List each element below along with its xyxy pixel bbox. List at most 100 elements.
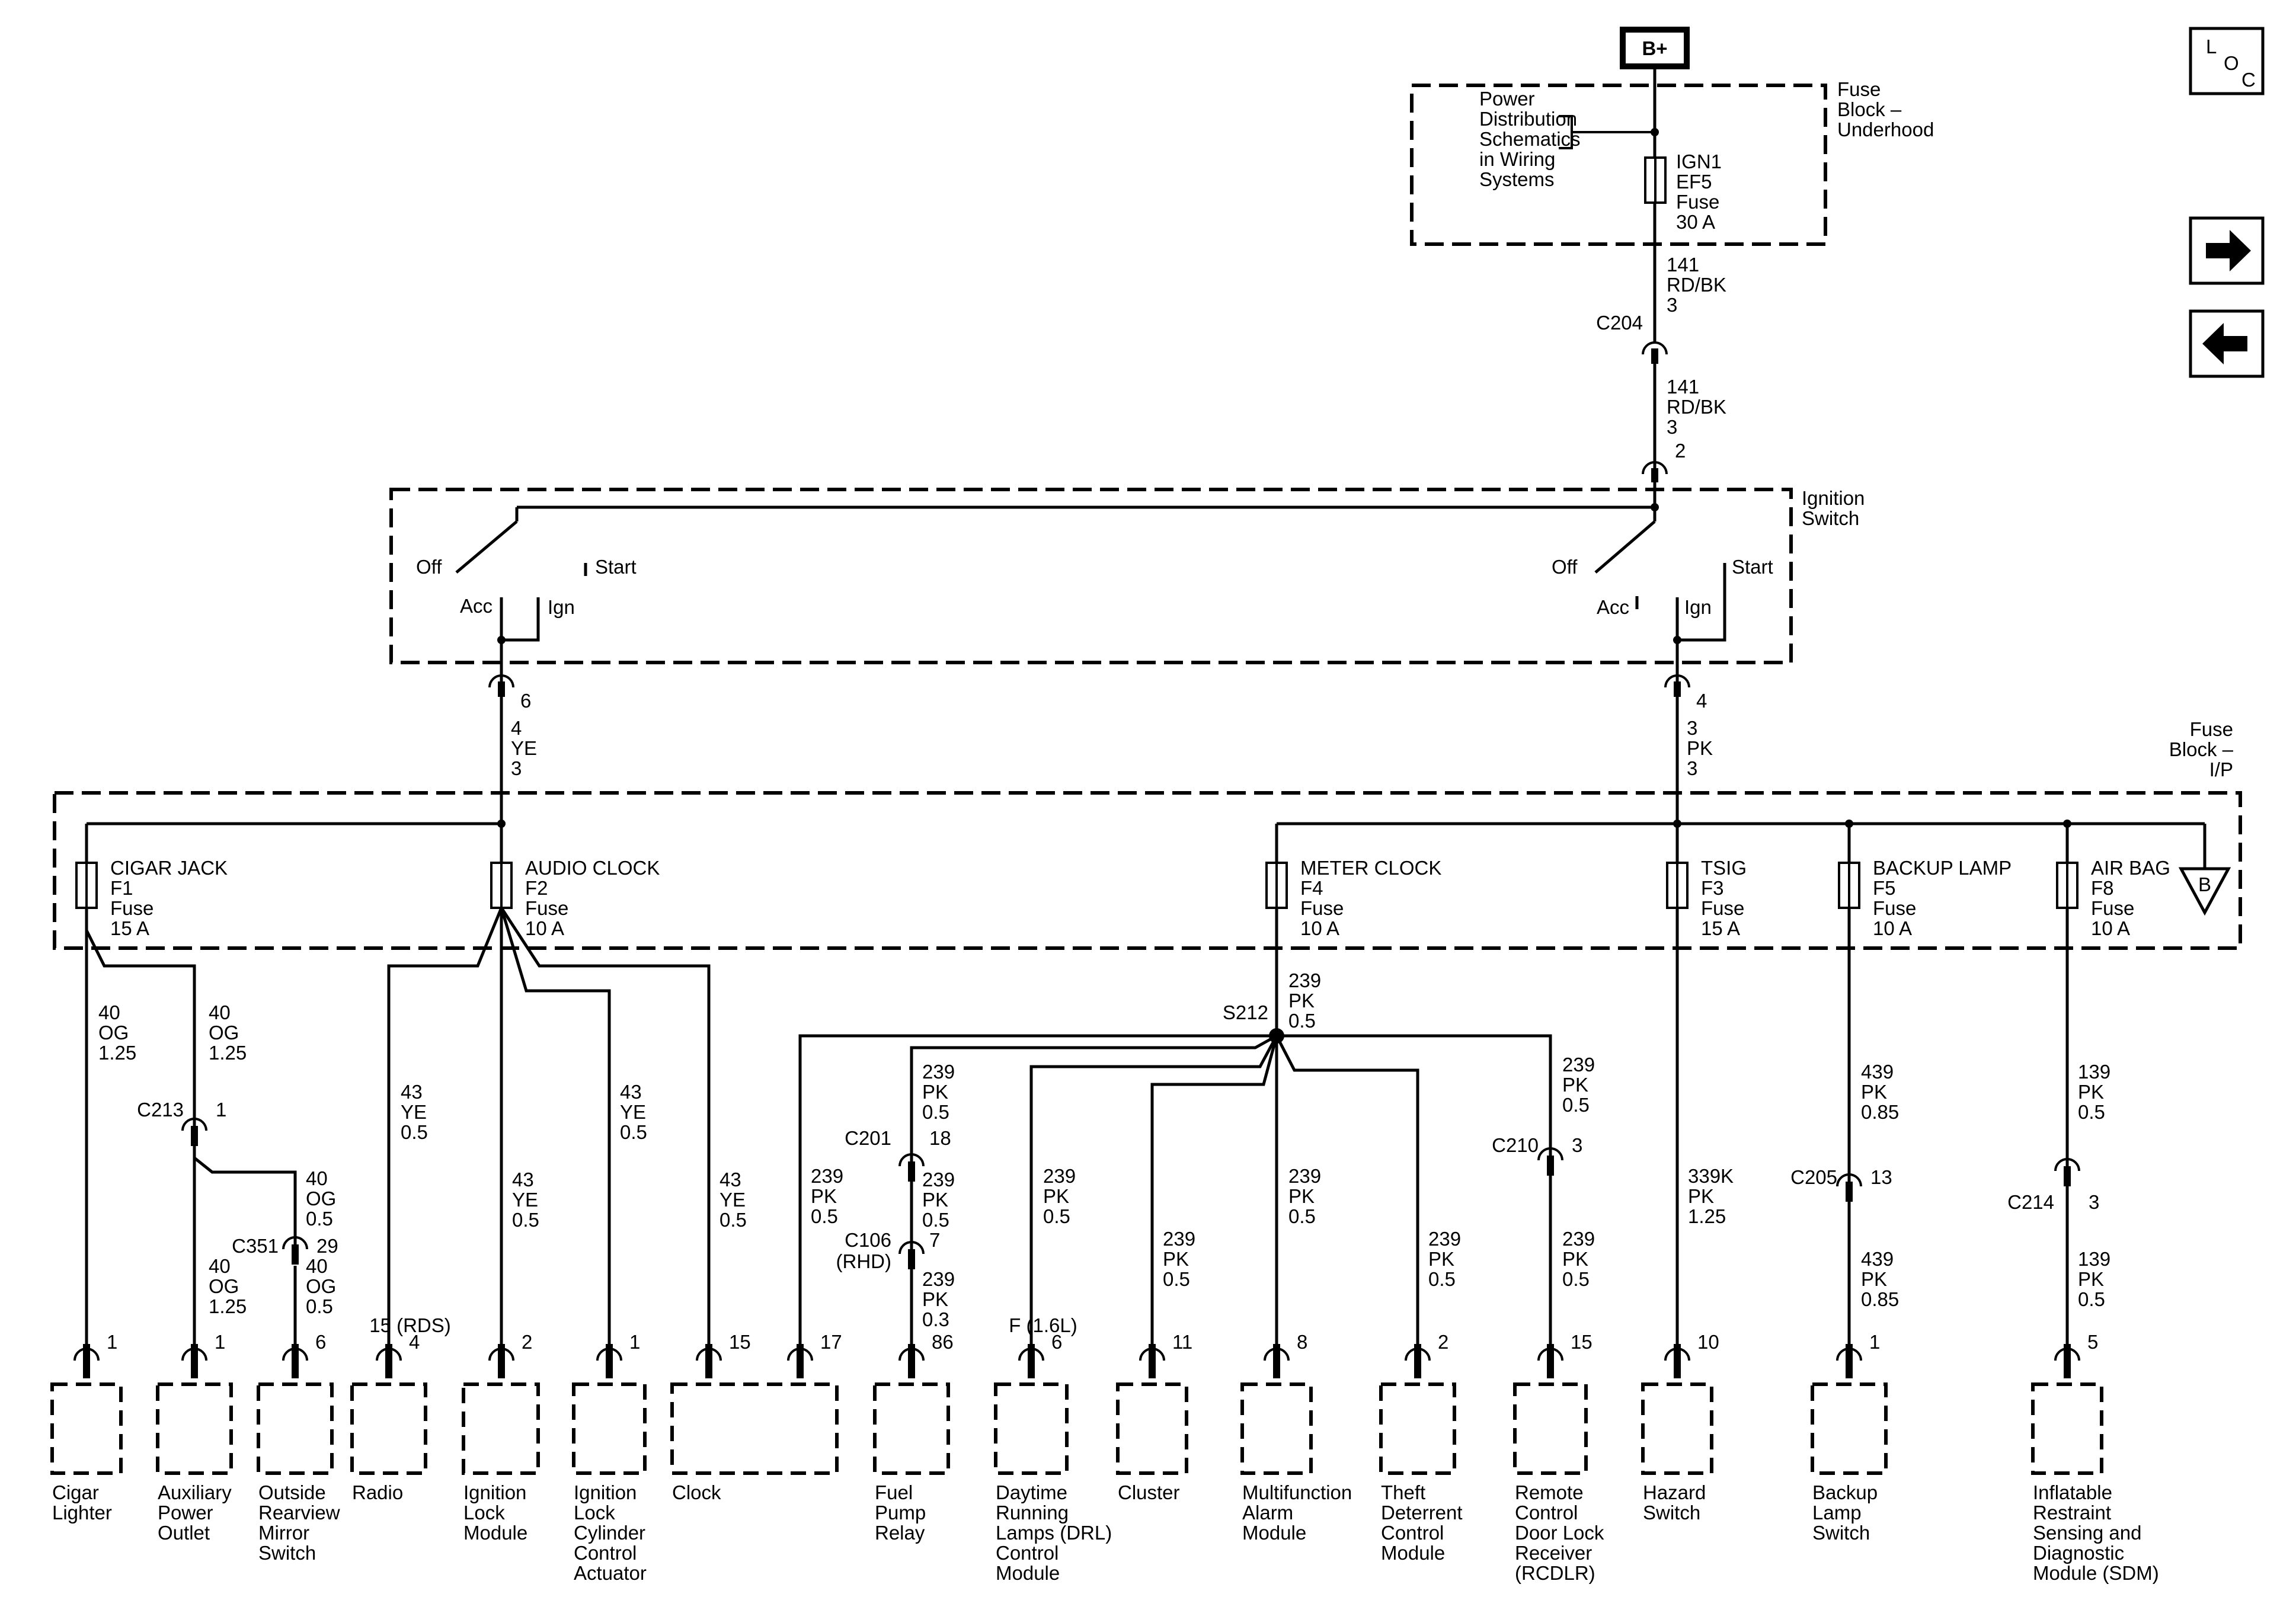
ignition-switch-outline [389,488,1793,664]
wire-sdm-bottom-2: PK [2078,1268,2104,1290]
wire-mirror-bottom-3: 0.5 [306,1295,333,1317]
component-ilcca-label-3: Cylinder [574,1522,645,1544]
component-clock-pin2-terminal [797,1344,804,1378]
components: 1CigarLighter1AuxiliaryPowerOutlet6Outsi… [50,1331,2159,1584]
fuse-ign1-word: Fuse [1676,191,1719,213]
splice-s212-label: S212 [1223,1001,1268,1023]
component-hazard-pin-number: 10 [1697,1331,1719,1353]
wire-radio [387,907,503,1344]
component-hazard-label-1: Hazard [1643,1481,1706,1503]
wire-theft-3: 0.5 [1428,1268,1456,1290]
wire-rcdlr-top-1: 239 [1562,1054,1595,1076]
component-cluster-label-1: Cluster [1118,1481,1180,1503]
wire-alarm-1: 239 [1288,1165,1321,1187]
wire-hazard-1: 339K [1688,1165,1734,1187]
connector-c213-body [181,1118,207,1131]
component-aux-box [156,1382,233,1475]
component-hazard-box [1641,1382,1713,1475]
component-cigar-label-1: Cigar [52,1481,99,1503]
component-backup-pin-terminal [1846,1344,1853,1378]
connector-c205-body [1836,1173,1862,1187]
fuse-tsig-rating: 15 A [1701,917,1740,939]
wire-drl-2: PK [1043,1185,1069,1207]
component-theft-pin-terminal [1414,1344,1421,1378]
component-rcdlr-box [1513,1382,1588,1475]
component-rcdlr-label-4: Receiver [1515,1542,1592,1564]
right-acc-label: Acc [1597,596,1629,618]
component-alarm-label-1: Multifunction [1242,1481,1352,1503]
component-ilcca-label-1: Ignition [574,1481,637,1503]
component-drl-label-3: Lamps (DRL) [996,1522,1112,1544]
component-drl-label-2: Running [996,1502,1069,1524]
right-switch-blade [1594,520,1656,574]
ip-block-label-1: Fuse [2190,718,2233,740]
connector-c351-body [282,1236,308,1250]
connector-c213-pin: 1 [216,1099,226,1121]
wire-aux-top-1: 40 [209,1001,231,1023]
underhood-fuse-block-outline [1410,84,1827,246]
component-fuelpump-box [873,1382,950,1475]
underhood-label-2: Block – [1837,98,1902,120]
component-clock-pin-terminal [705,1344,712,1378]
component-drl-label-4: Control [996,1542,1059,1564]
loc-icon[interactable]: L O C [2189,27,2265,95]
arrow-right-icon[interactable] [2189,216,2265,285]
fuse-tsig-name: TSIG [1701,857,1747,879]
ignition-input-pin-number: 2 [1675,440,1686,462]
wire-cluster-1: 239 [1163,1228,1195,1250]
component-ilcca-label-5: Actuator [574,1562,647,1584]
wire-audio-a-2: YE [401,1101,427,1123]
feed-wire-top-circuit: 141 [1667,254,1699,276]
ip-fuse-block: Fuse Block – I/P B [53,718,2242,950]
feed-wire-top-gauge: 3 [1667,294,1677,316]
wire-rcdlr-bottom-1: 239 [1562,1228,1595,1250]
connector-c214-pin: 3 [2089,1191,2099,1213]
wire-fuel-mid-2: PK [922,1189,948,1211]
left-start-label: Start [595,556,637,578]
arrow-left-icon[interactable] [2189,309,2265,378]
wire-acc-circuit: 4 [511,717,522,739]
component-sdm-label-4: Diagnostic [2033,1542,2124,1564]
component-rcdlr-label-2: Control [1515,1502,1578,1524]
component-alarm-label-2: Alarm [1242,1502,1293,1524]
wire-clock17-1: 239 [811,1165,843,1187]
wire-alarm-2: PK [1288,1185,1315,1207]
wire-mirror-bottom-2: OG [306,1275,336,1297]
ip-block-label-3: I/P [2209,759,2233,780]
connector-c214-body [2054,1158,2080,1172]
wire-mirror-bottom-1: 40 [306,1255,328,1277]
wire-sdm-bottom-3: 0.5 [2078,1288,2105,1310]
loc-letter-l: L [2206,36,2217,57]
component-fuelpump-pin-terminal [908,1344,915,1378]
component-backup-label-3: Switch [1812,1522,1870,1544]
wire-fuel-top-2: PK [922,1081,948,1103]
component-alarm-box [1240,1382,1313,1475]
connector-c205-label: C205 [1790,1166,1837,1188]
wire-mirror-top-2: OG [306,1188,336,1209]
connector-c213-terminal [191,1126,198,1146]
connector-c214-terminal [2064,1166,2071,1186]
wire-rcdlr-top-2: PK [1562,1074,1588,1096]
wire-mirror-top [193,1157,297,1244]
ip-fuse-block-outline [53,791,2242,950]
component-ilm-pin-terminal [498,1344,505,1378]
wire-clock17-2: PK [811,1185,837,1207]
fuse-cigar-jack-rating: 15 A [110,917,149,939]
